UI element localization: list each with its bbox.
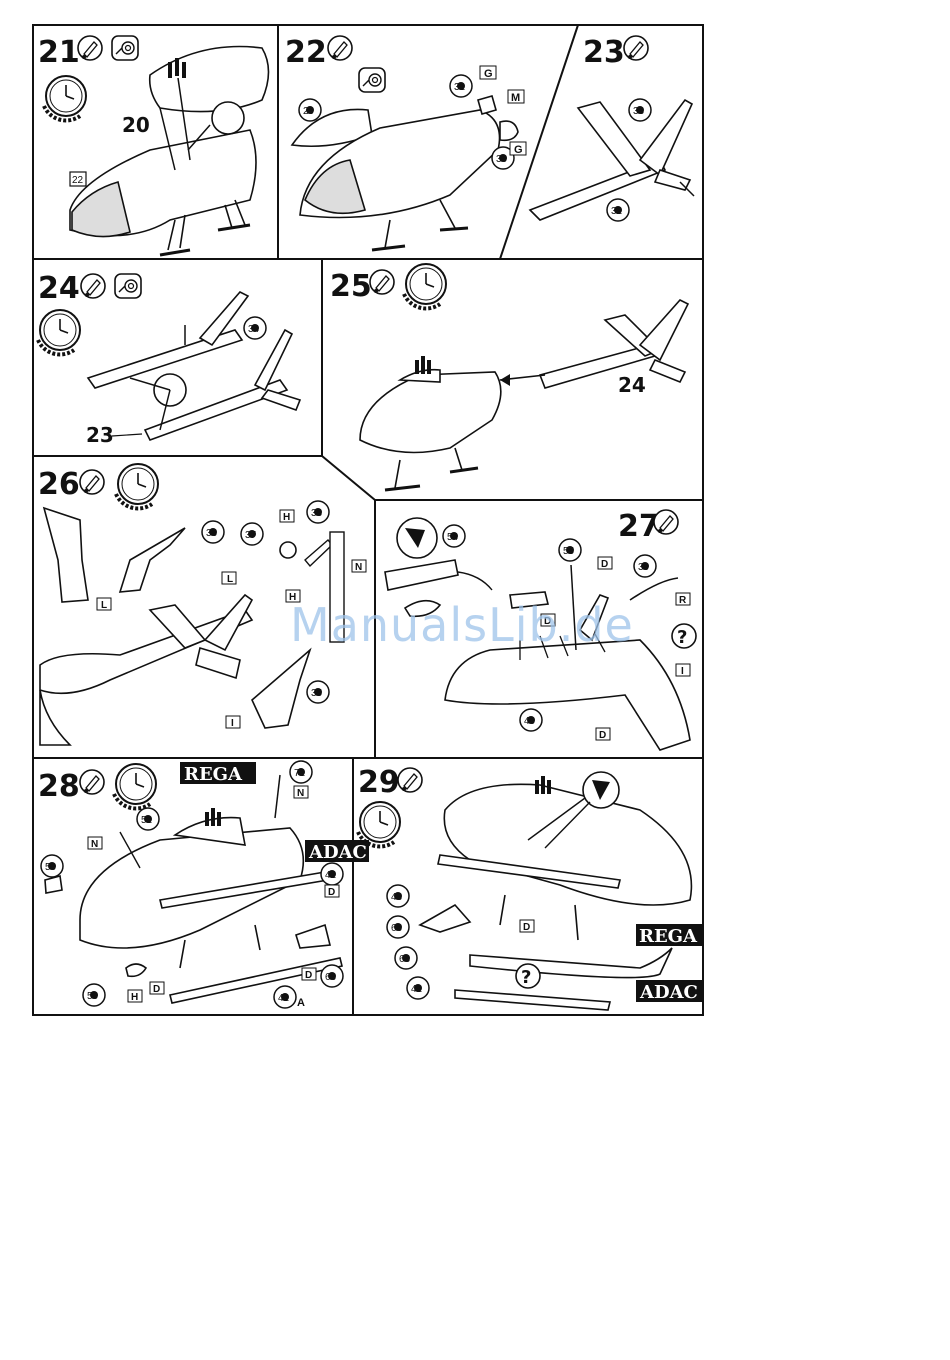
part-label: 30 — [496, 154, 508, 165]
part-label: 31 — [454, 82, 466, 93]
step-25-panel: 25 24 — [330, 264, 688, 490]
part-label: 35 — [311, 688, 323, 699]
step-29-panel: 29 REGA ADAC ? 43 66 68 41 D — [358, 765, 702, 1010]
step-28-panel: 28 REGA ADAC 71 51 50 42 50 66 — [38, 761, 369, 1009]
part-label: 66 — [325, 972, 337, 983]
part-label: 39 — [638, 562, 650, 573]
step-number: 26 — [38, 467, 80, 502]
flag-label: D — [305, 970, 312, 981]
flag-label: H — [283, 512, 290, 523]
step-number: 28 — [38, 769, 80, 804]
step-number: 25 — [330, 269, 372, 304]
step-22-panel: 22 29 31 30 G M G — [285, 35, 526, 250]
part-label: 29 — [303, 106, 315, 117]
step-number: 24 — [38, 271, 80, 306]
flag-label: D — [601, 559, 608, 570]
part-label: 34 — [248, 324, 260, 335]
step-24-panel: 24 34 23 — [38, 271, 300, 447]
part-label: 33 — [633, 106, 645, 117]
part-label: 43 — [391, 892, 403, 903]
step-21-panel: 21 20 22 — [38, 35, 269, 255]
part-label: 32 — [611, 206, 623, 217]
question-mark: ? — [677, 627, 687, 648]
flag-label: D — [599, 730, 606, 741]
part-label: 20 — [122, 113, 150, 137]
part-label: 36 — [206, 528, 218, 539]
part-label: 37 — [245, 530, 257, 541]
flag-label: G — [514, 144, 523, 156]
flag-label: N — [91, 839, 98, 850]
step-23-panel: 23 33 32 — [530, 35, 694, 221]
flag-label: I — [231, 718, 234, 729]
part-label: 51 — [141, 815, 153, 826]
part-suffix: A — [297, 997, 305, 1009]
part-label: 23 — [86, 423, 114, 447]
flag-label: I — [681, 666, 684, 677]
step-number: 22 — [285, 35, 327, 70]
flag-label: H — [131, 992, 138, 1003]
flag-label: D — [523, 922, 530, 933]
part-label: 41 — [411, 984, 423, 995]
part-label: 50 — [45, 862, 57, 873]
flag-label: N — [297, 788, 304, 799]
decal-label: REGA — [184, 764, 243, 785]
part-label: 24 — [618, 373, 646, 397]
step-number: 21 — [38, 35, 80, 70]
flag-label: N — [355, 562, 362, 573]
part-label: 54 — [447, 532, 459, 543]
step-number: 29 — [358, 765, 400, 800]
step-26-panel: 26 36 37 38 35 L H N H L I — [38, 464, 366, 745]
decal-label: ADAC — [639, 982, 698, 1003]
decal-label: ADAC — [308, 842, 367, 863]
flag-label: D — [153, 984, 160, 995]
part-label: 55 — [563, 546, 575, 557]
step-27-panel: 27 ? 54 55 39 40 D R I D — [385, 509, 696, 750]
flag-label: L — [227, 574, 233, 585]
part-label: 66 — [391, 923, 403, 934]
part-label: 71 — [294, 768, 306, 779]
part-label: 50 — [87, 991, 99, 1002]
flag-label: D — [544, 616, 551, 627]
flag-label: L — [101, 600, 107, 611]
part-label: 68 — [399, 954, 411, 965]
step-number: 27 — [618, 509, 660, 544]
flag-label: H — [289, 592, 296, 603]
step-number: 23 — [583, 35, 625, 70]
decal-label: REGA — [639, 926, 698, 947]
flag-label: G — [484, 68, 493, 80]
part-label: 22 — [72, 175, 84, 186]
flag-label: R — [679, 595, 687, 606]
part-label: 41 — [278, 993, 290, 1004]
flag-label: M — [511, 92, 520, 104]
part-label: 42 — [325, 870, 337, 881]
part-label: 38 — [311, 508, 323, 519]
question-mark: ? — [521, 967, 531, 988]
part-label: 40 — [524, 716, 536, 727]
flag-label: D — [328, 887, 335, 898]
